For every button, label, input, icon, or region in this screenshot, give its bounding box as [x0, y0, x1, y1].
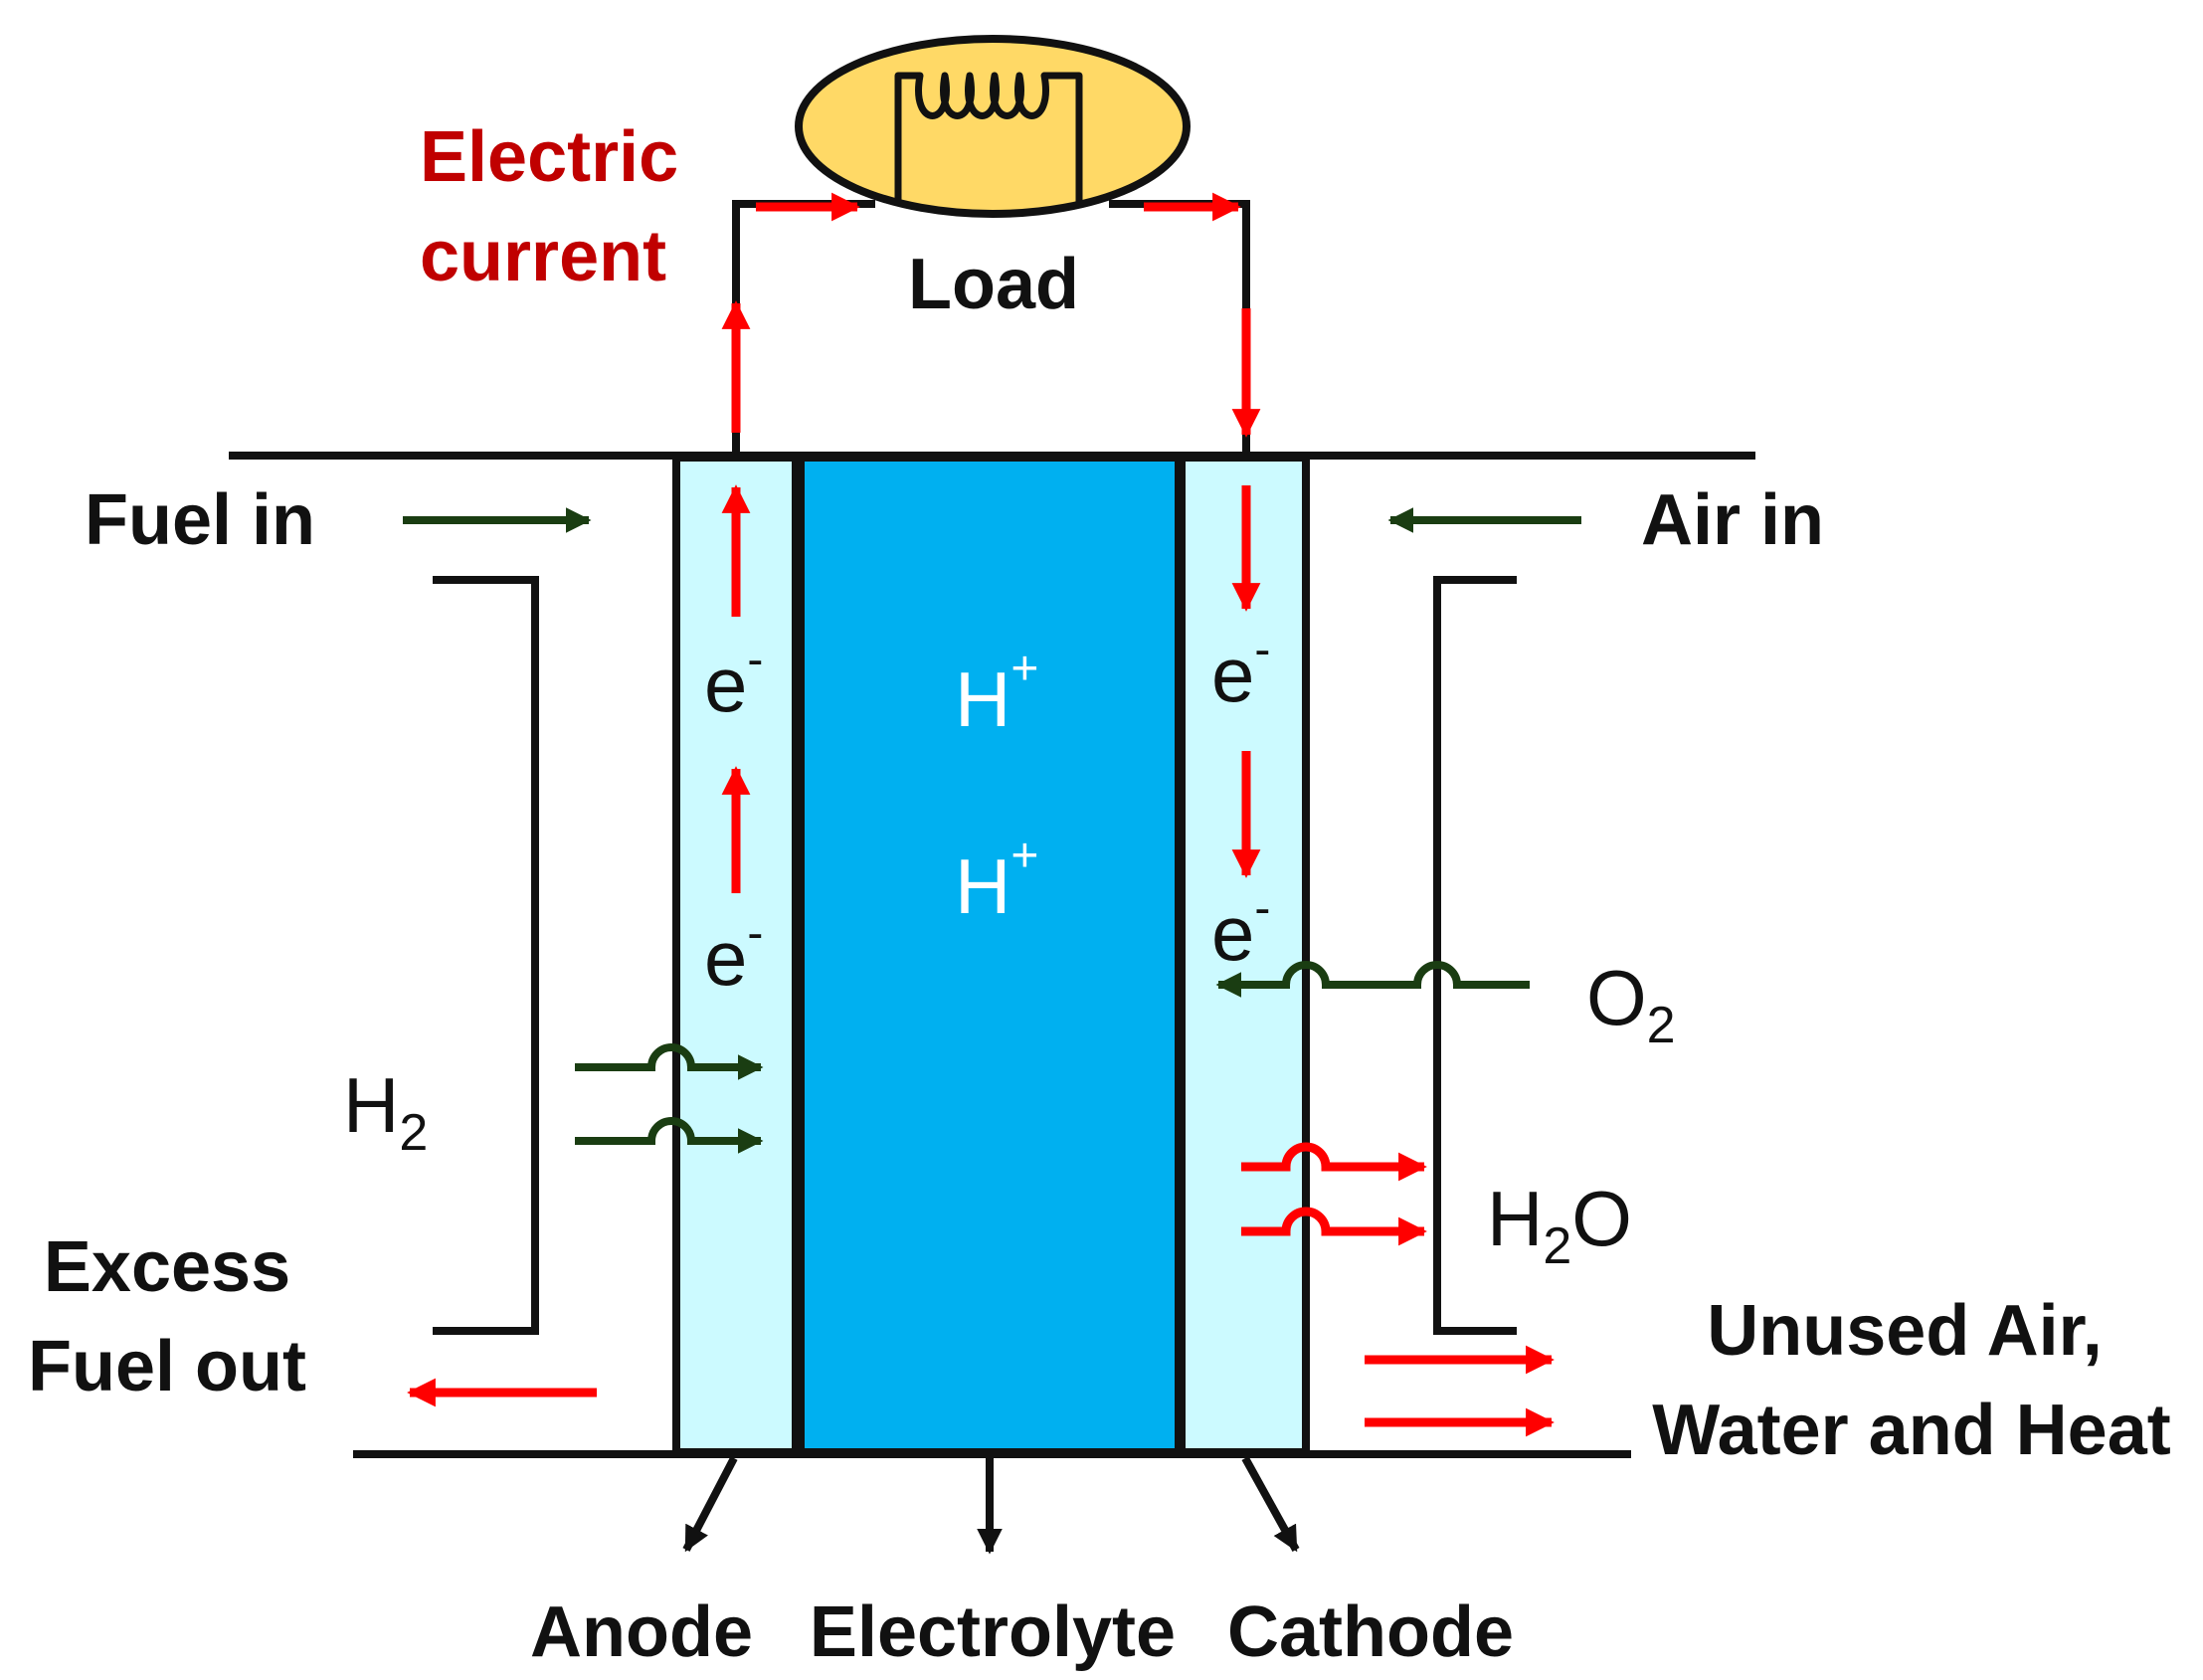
air-in-label: Air in	[1641, 480, 1824, 560]
anode-pointer-arrow	[682, 1456, 738, 1553]
unused-air-label-1: Unused Air,	[1707, 1291, 2102, 1371]
fuel-channel-wall	[433, 576, 539, 1335]
electric-current-label-2: current	[420, 217, 666, 296]
electron-label-anode-1: e-	[704, 634, 763, 728]
excess-fuel-label-2: Fuel out	[28, 1327, 306, 1406]
water-label: H2O	[1487, 1175, 1632, 1275]
proton-label-2: H+	[955, 830, 1038, 930]
h2o-arrow-2	[1241, 1207, 1427, 1246]
electron-label-anode-2: e-	[704, 907, 763, 1002]
unused-air-label-2: Water and Heat	[1652, 1391, 2170, 1470]
electrolyte-label: Electrolyte	[810, 1592, 1176, 1672]
electric-current-label-1: Electric	[420, 117, 678, 197]
load-bulb	[795, 35, 1191, 218]
oxygen-label: O2	[1586, 954, 1676, 1054]
anode-electrode	[672, 454, 800, 1456]
cathode-pointer-arrow	[1241, 1456, 1300, 1553]
h2-arrow-1	[575, 1043, 764, 1080]
h2-arrow-2	[575, 1117, 764, 1154]
circuit-wire-right	[1109, 200, 1250, 456]
proton-label-1: H+	[955, 643, 1038, 743]
air-channel-wall	[1433, 576, 1517, 1335]
hydrogen-label: H2	[343, 1061, 428, 1162]
cathode-label: Cathode	[1227, 1592, 1514, 1672]
excess-fuel-label-1: Excess	[44, 1227, 290, 1307]
filament-icon	[894, 72, 1083, 204]
o2-arrow	[1215, 961, 1530, 998]
electron-label-cathode-1: e-	[1211, 624, 1270, 718]
electrolyte-block	[797, 454, 1183, 1456]
circuit-wire-left	[732, 200, 875, 456]
fuel-in-label: Fuel in	[85, 480, 315, 560]
load-label: Load	[908, 245, 1079, 324]
anode-label: Anode	[530, 1592, 753, 1672]
electron-label-cathode-2: e-	[1211, 882, 1270, 977]
h2o-arrow-1	[1241, 1142, 1427, 1182]
